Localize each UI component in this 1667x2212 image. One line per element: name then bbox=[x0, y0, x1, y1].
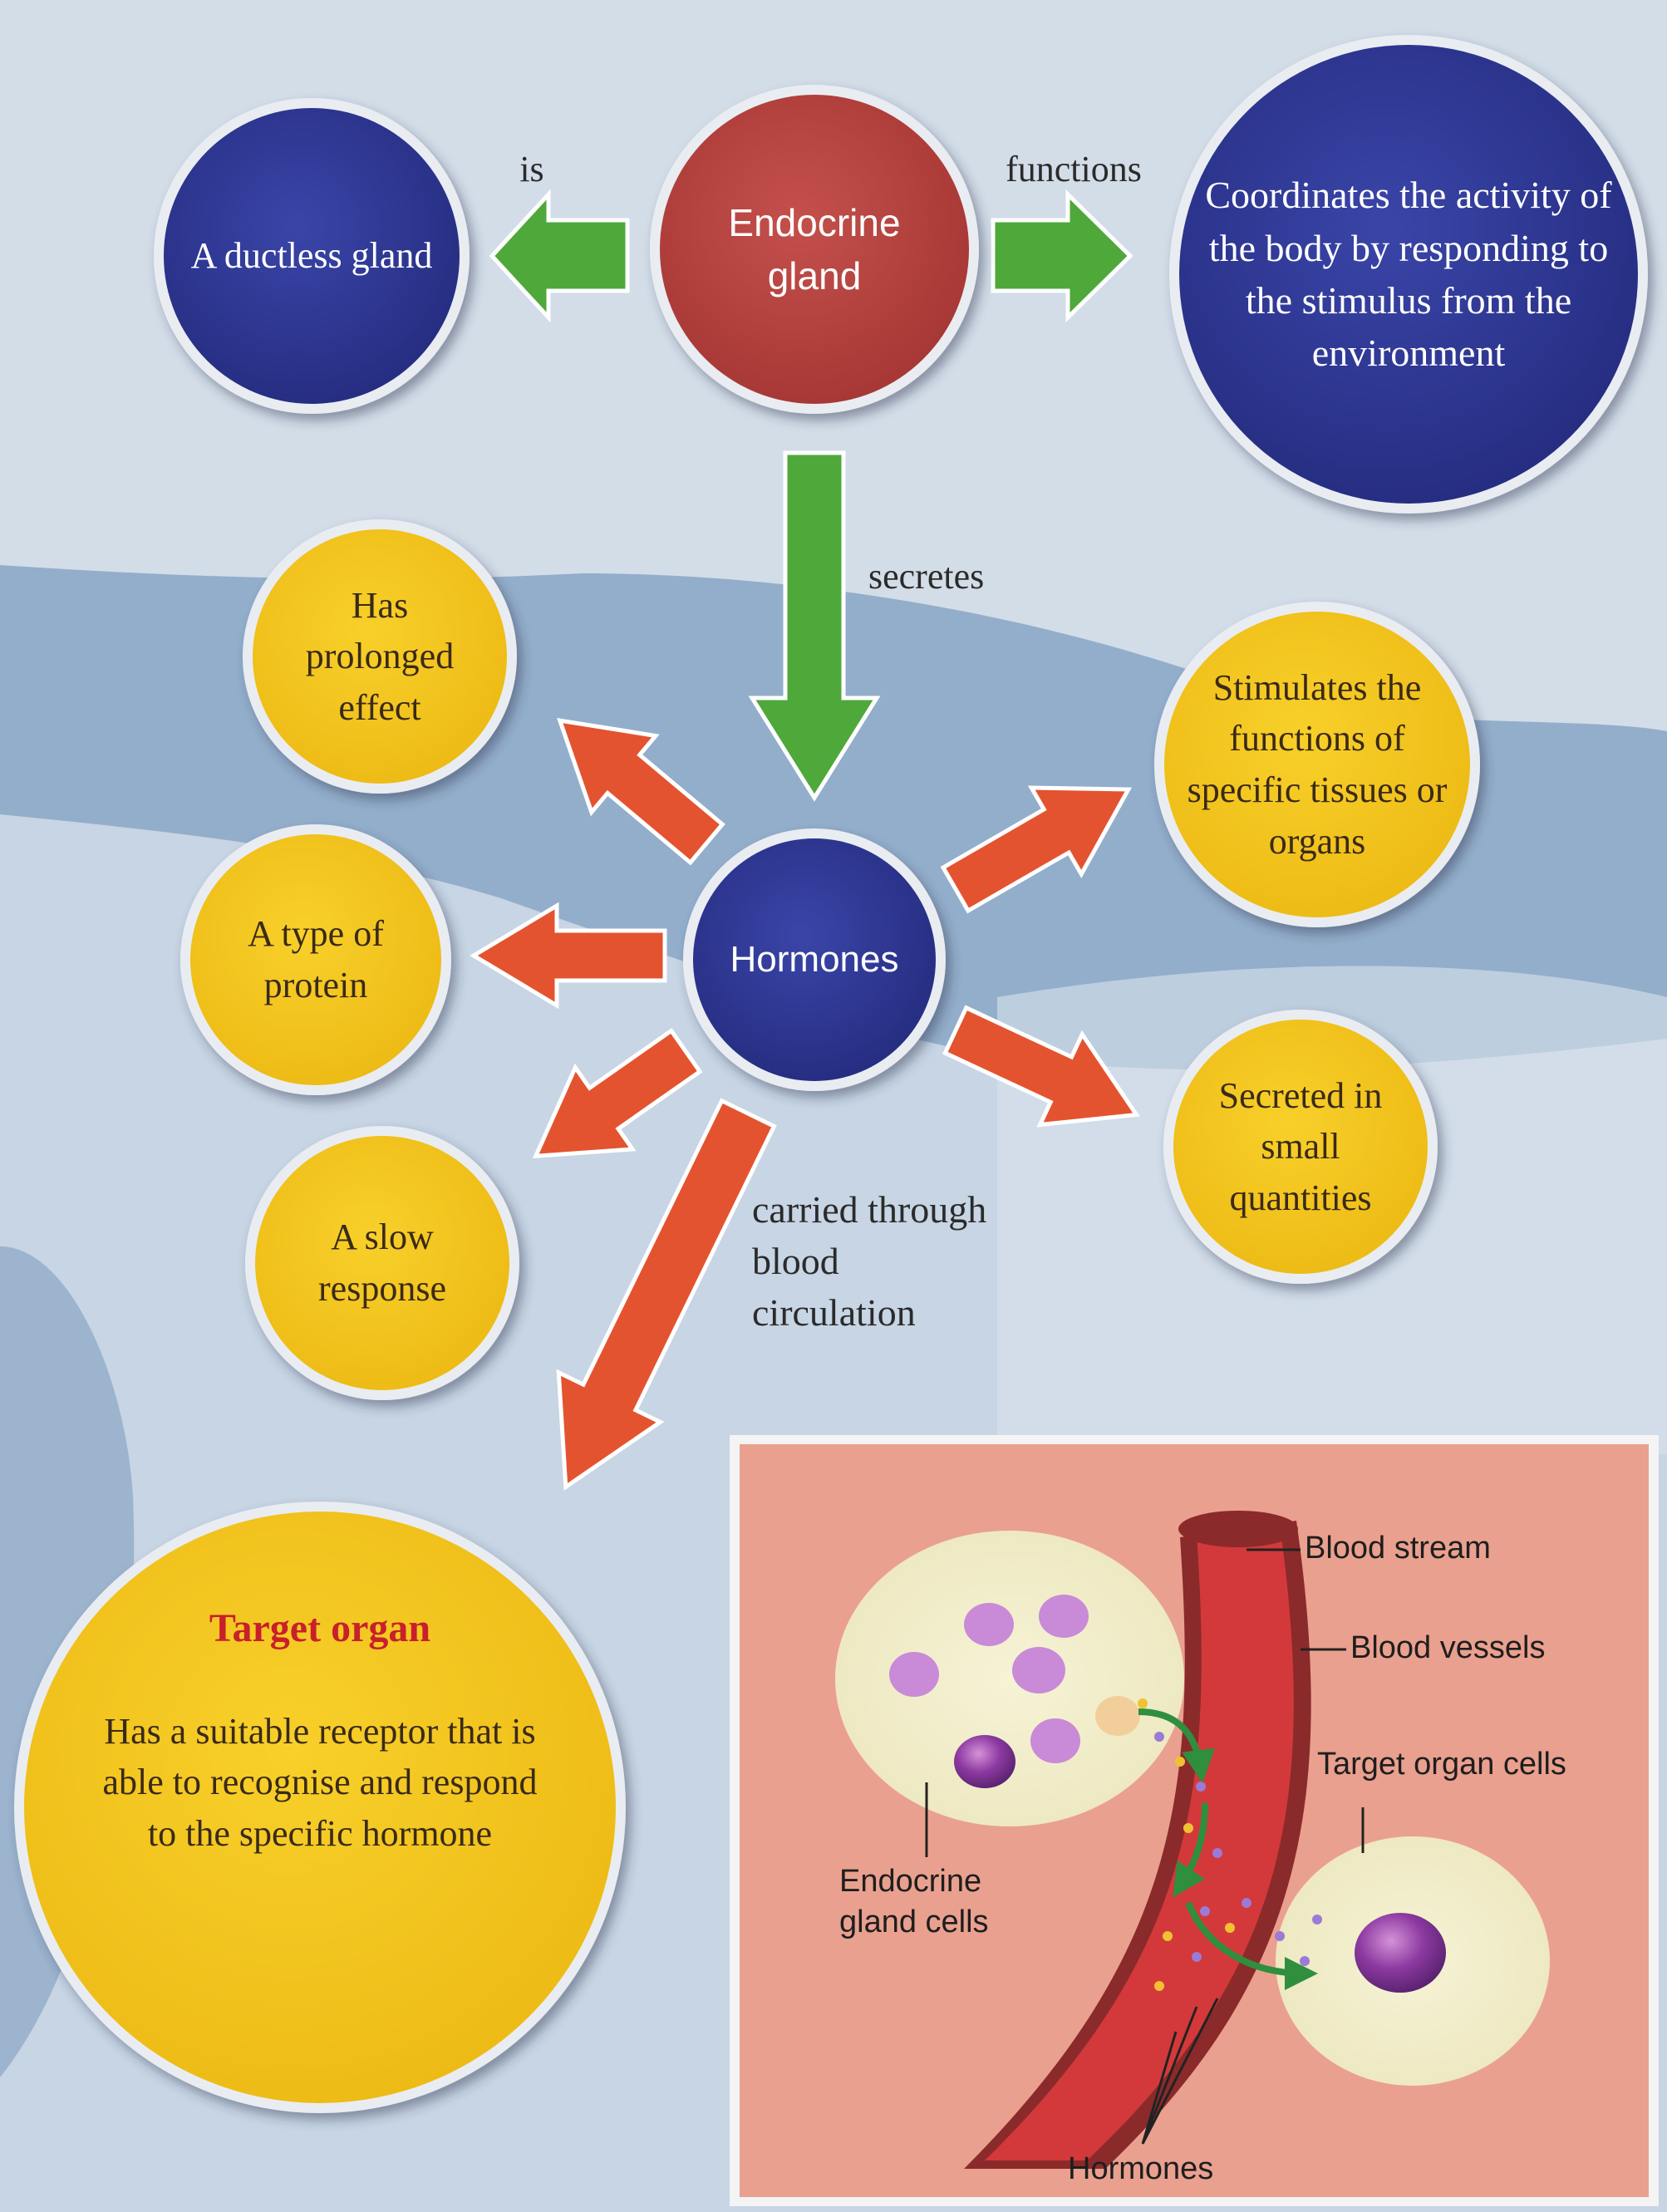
endocrine-gland-cells bbox=[835, 1531, 1184, 1826]
node-endocrine-gland: Endocrine gland bbox=[650, 85, 979, 414]
node-hormones: Hormones bbox=[683, 828, 946, 1091]
endocrine-gland-text: Endocrine gland bbox=[690, 166, 939, 332]
label-blood-vessels: Blood vessels bbox=[1350, 1630, 1545, 1665]
label-carried: carried through blood circulation bbox=[752, 1184, 1001, 1339]
label-secretes: secretes bbox=[868, 556, 984, 597]
node-target-organ: Target organ Has a suitable receptor tha… bbox=[14, 1502, 626, 2113]
node-coordinates: Coordinates the activity of the body by … bbox=[1169, 35, 1648, 514]
node-slow-response: A slow response bbox=[245, 1126, 519, 1400]
ductless-gland-text: A ductless gland bbox=[187, 173, 436, 339]
target-organ-cell bbox=[1276, 1836, 1550, 2086]
type-of-protein-text: A type of protein bbox=[212, 881, 420, 1039]
label-endocrine-gland-cells: Endocrine gland cells bbox=[839, 1861, 1022, 1944]
inset-illustration: Blood stream Blood vessels Target organ … bbox=[730, 1435, 1659, 2206]
node-small-quantities: Secreted in small quantities bbox=[1163, 1010, 1438, 1284]
stimulates-text: Stimulates the functions of specific tis… bbox=[1180, 648, 1454, 881]
prolonged-effect-text: Has prolonged effect bbox=[276, 565, 484, 748]
target-organ-title: Target organ bbox=[209, 1606, 430, 1650]
label-hormones: Hormones bbox=[1068, 2151, 1213, 2186]
node-prolonged-effect: Has prolonged effect bbox=[243, 519, 517, 794]
coordinates-text: Coordinates the activity of the body by … bbox=[1205, 141, 1612, 407]
label-is: is bbox=[519, 149, 543, 189]
label-blood-stream: Blood stream bbox=[1305, 1531, 1491, 1566]
small-quantities-text: Secreted in small quantities bbox=[1188, 1055, 1413, 1238]
node-stimulates: Stimulates the functions of specific tis… bbox=[1154, 602, 1480, 927]
label-target-organ-cells: Target organ cells bbox=[1317, 1747, 1566, 1782]
node-ductless-gland: A ductless gland bbox=[154, 98, 470, 414]
slow-response-text: A slow response bbox=[278, 1180, 486, 1346]
hormones-text: Hormones bbox=[706, 914, 922, 1005]
target-organ-desc: Has a suitable receptor that is able to … bbox=[91, 1670, 548, 1895]
node-type-of-protein: A type of protein bbox=[180, 824, 451, 1095]
label-functions: functions bbox=[1006, 149, 1142, 189]
